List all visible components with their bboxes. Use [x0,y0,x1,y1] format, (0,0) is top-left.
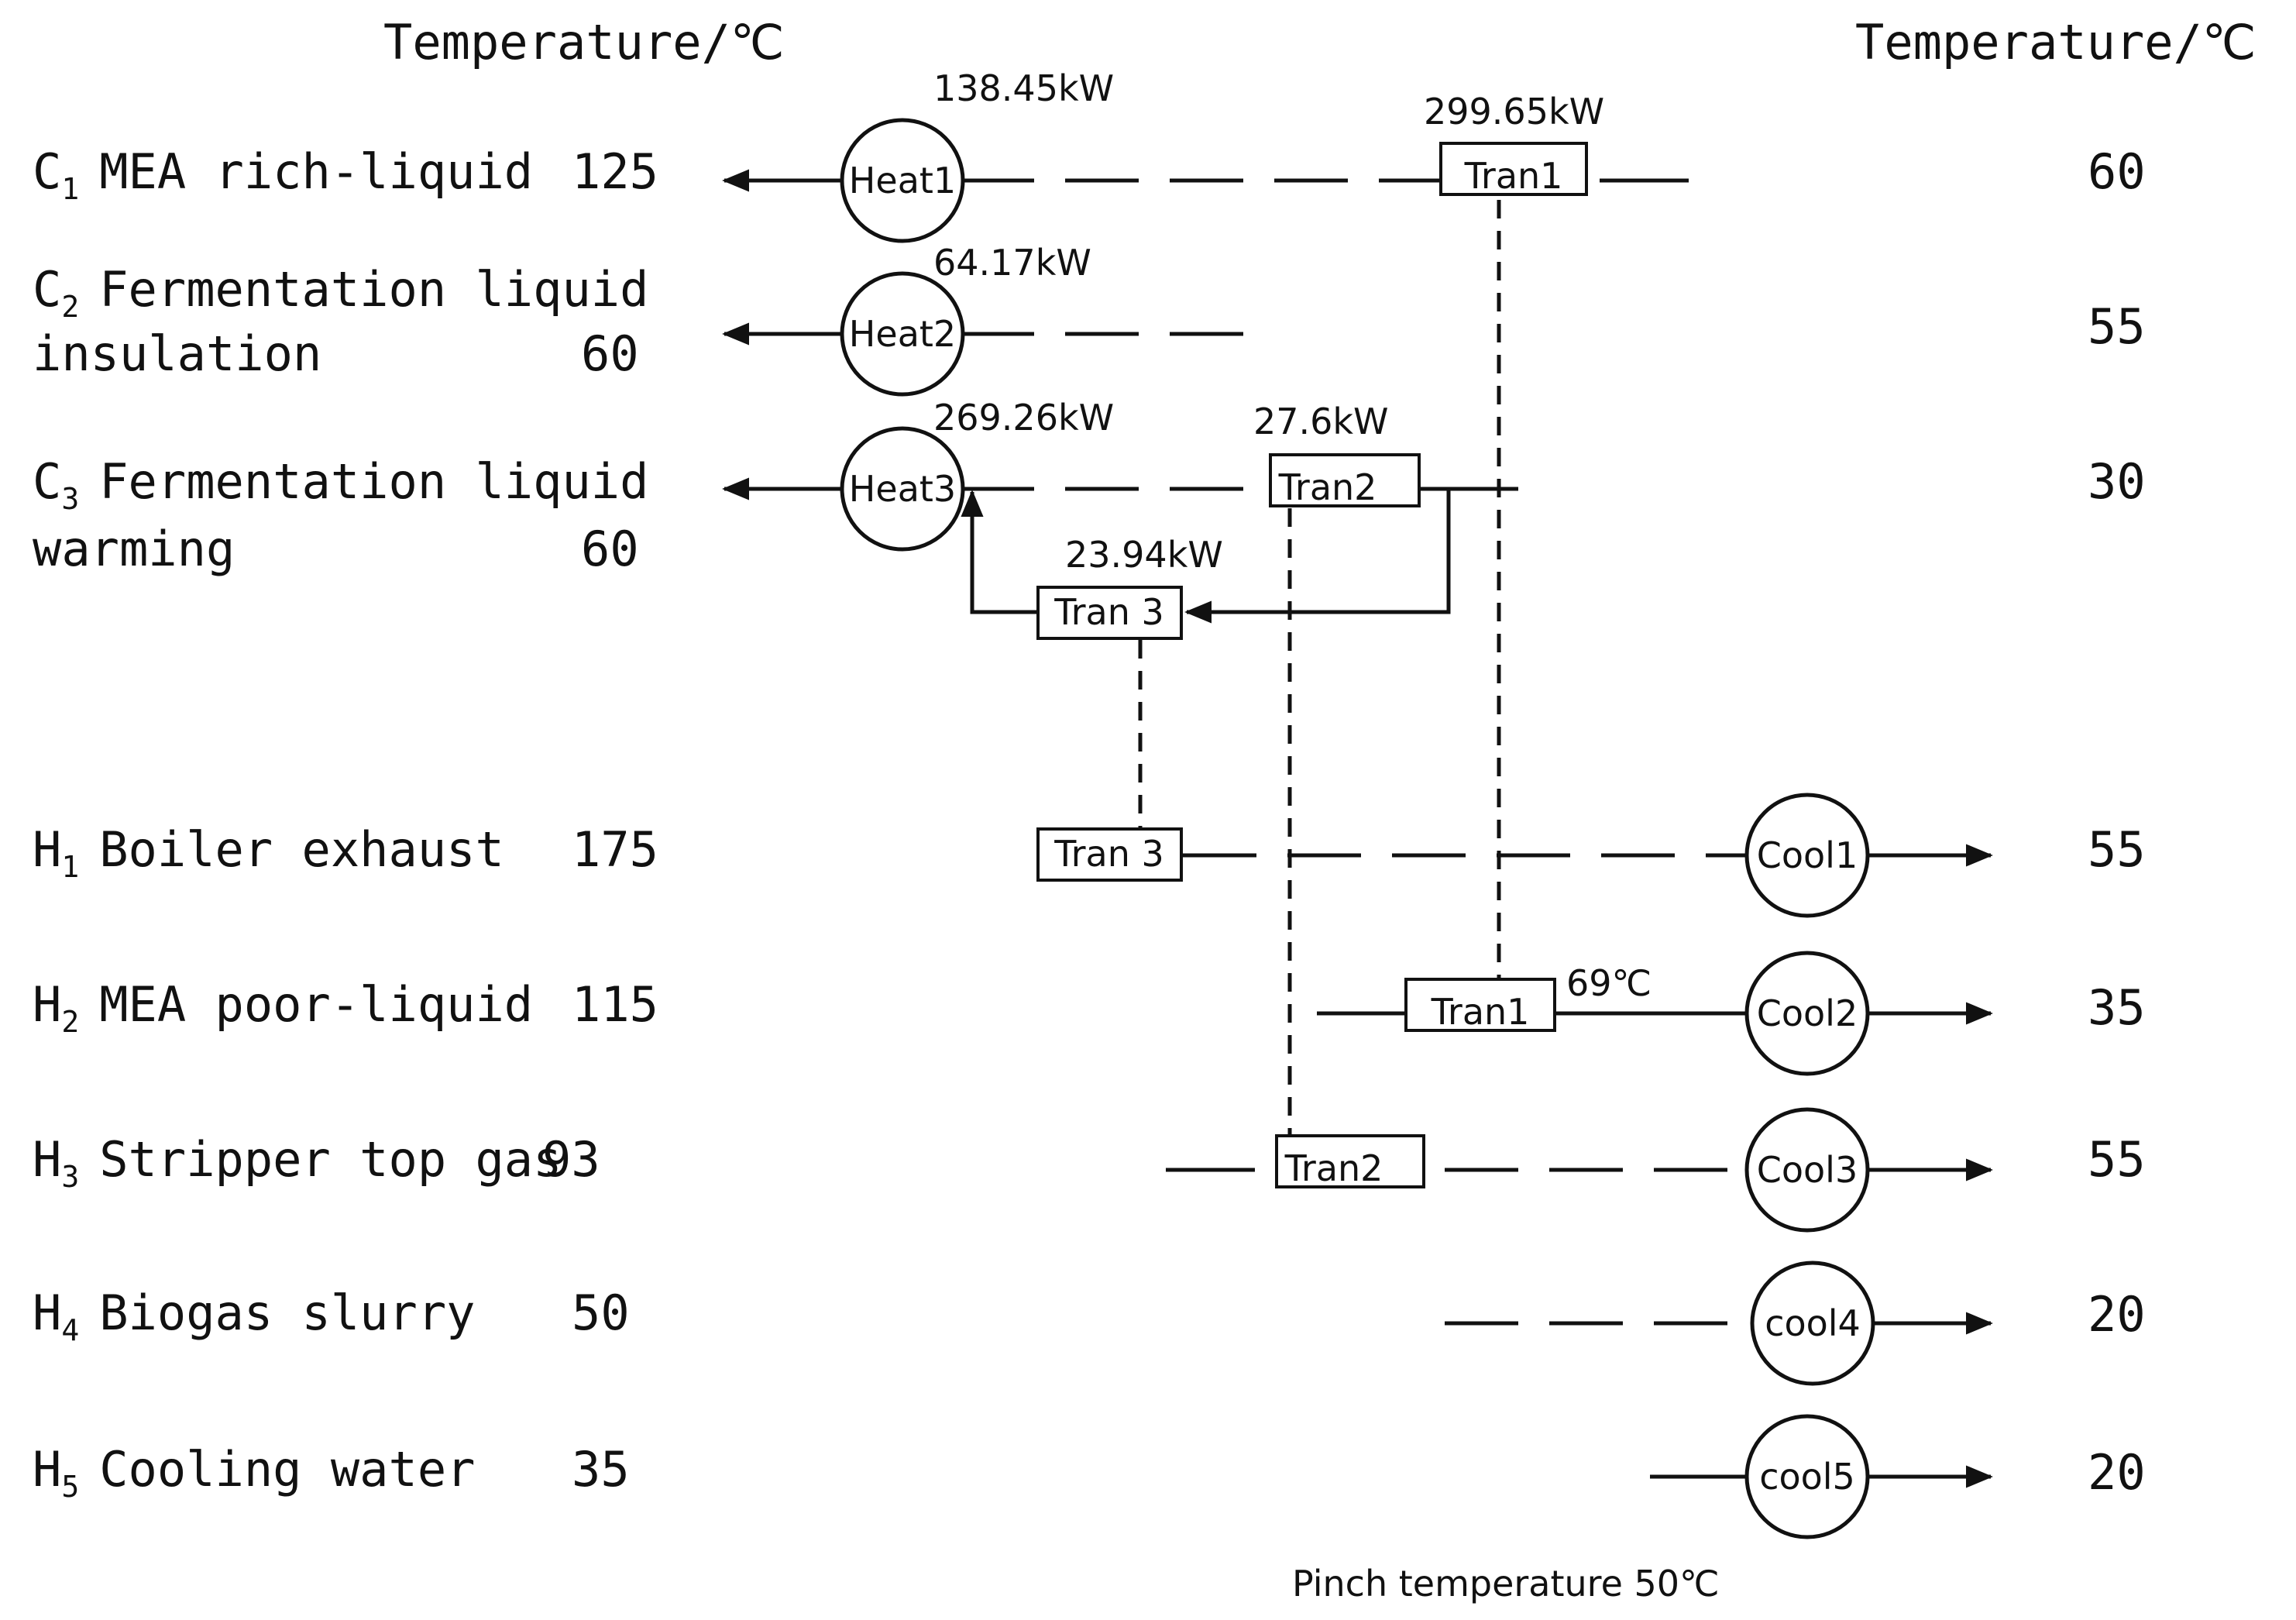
heater-heat3[interactable]: Heat3 [840,426,965,552]
cooler-cool2[interactable]: Cool2 [1744,951,1870,1076]
svg-text:Cool2: Cool2 [1757,992,1858,1034]
stream-h5-inlet-temp: 35 [572,1441,630,1498]
stream-h4-inlet-temp: 50 [572,1285,630,1341]
svg-text:warming: warming [33,521,235,577]
svg-text:insulation: insulation [33,325,321,382]
svg-text:Heat2: Heat2 [849,313,956,355]
stream-h3-inlet-temp: 93 [542,1131,600,1188]
exchanger-tran2-hot-side[interactable]: Tran2 [1275,1134,1425,1189]
svg-text:Tran 3: Tran 3 [1053,591,1163,633]
stream-c3-inlet-temp: 60 [581,521,639,577]
svg-text:Tran2: Tran2 [1284,1147,1383,1189]
svg-text:cool4: cool4 [1765,1302,1861,1344]
stream-h2-inlet-temp: 115 [572,976,658,1033]
svg-text:Cool3: Cool3 [1757,1149,1858,1191]
heat3-duty: 269.26kW [933,397,1114,439]
svg-text:Cool1: Cool1 [1757,834,1858,876]
pinch-temperature-label: Pinch temperature 50℃ [1292,1563,1720,1605]
svg-text:Tran 3: Tran 3 [1053,833,1163,875]
stream-c2-inlet-temp: 60 [581,325,639,382]
stream-h2-outlet-temp: 35 [2088,979,2146,1036]
right-temperature-header: Temperature/℃ [1855,14,2256,71]
heater-heat1[interactable]: Heat1 [840,118,965,243]
svg-text:cool5: cool5 [1759,1456,1855,1498]
tran3-duty: 23.94kW [1065,534,1223,576]
exchanger-tran1-hot-side[interactable]: Tran1 [1404,978,1556,1033]
svg-text:Heat3: Heat3 [849,468,956,510]
svg-text:Heat1: Heat1 [849,160,956,201]
exchanger-tran3-hot-side[interactable]: Tran 3 [1036,827,1183,882]
stream-c1-inlet-temp: 125 [572,143,658,200]
stream-h3-outlet-temp: 55 [2088,1131,2146,1188]
cooler-cool3[interactable]: Cool3 [1744,1107,1870,1233]
heat1-duty: 138.45kW [933,67,1114,109]
svg-text:Tran1: Tran1 [1464,155,1563,197]
tran1-outlet-temp: 69℃ [1566,962,1652,1004]
svg-text:Tran2: Tran2 [1278,466,1377,508]
stream-h4-outlet-temp: 20 [2088,1286,2146,1343]
stream-c1-outlet-temp: 60 [2088,143,2146,200]
stream-h1-inlet-temp: 175 [572,821,658,878]
stream-h1-outlet-temp: 55 [2088,821,2146,878]
exchanger-tran1-cold-side[interactable]: Tran1 [1439,142,1588,197]
stream-h5-outlet-temp: 20 [2088,1444,2146,1501]
stream-c3-line [722,477,1518,624]
left-temperature-header: Temperature/℃ [383,14,785,71]
exchanger-tran3-cold-side[interactable]: Tran 3 [1036,586,1183,640]
stream-c2-outlet-temp: 55 [2088,298,2146,355]
cooler-cool4[interactable]: cool4 [1750,1261,1875,1386]
svg-text:Tran1: Tran1 [1431,991,1530,1033]
cooler-cool5[interactable]: cool5 [1744,1414,1870,1539]
exchanger-tran2-cold-side[interactable]: Tran2 [1269,453,1421,508]
tran2-duty: 27.6kW [1253,401,1389,442]
heat2-duty: 64.17kW [933,242,1091,284]
tran1-duty: 299.65kW [1424,91,1604,132]
heater-heat2[interactable]: Heat2 [840,271,965,397]
cooler-cool1[interactable]: Cool1 [1744,793,1870,918]
stream-c3-outlet-temp: 30 [2088,453,2146,510]
